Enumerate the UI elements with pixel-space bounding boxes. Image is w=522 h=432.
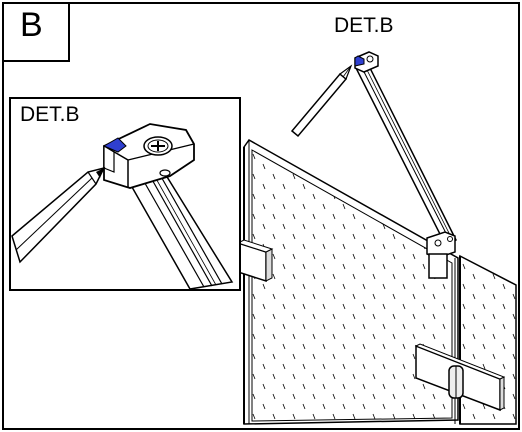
top-bracket [354, 51, 379, 73]
wall-clamp [236, 239, 274, 283]
detail-inset [9, 97, 241, 291]
step-label-box [2, 2, 70, 62]
glass-clamp [426, 231, 456, 279]
door-hinge [414, 343, 506, 412]
step-letter: B [20, 6, 43, 44]
detail-label-inset: DET.B [20, 103, 80, 126]
pencil-main [290, 64, 353, 138]
detail-label-main: DET.B [334, 14, 394, 37]
glass-panel-left [243, 139, 459, 425]
